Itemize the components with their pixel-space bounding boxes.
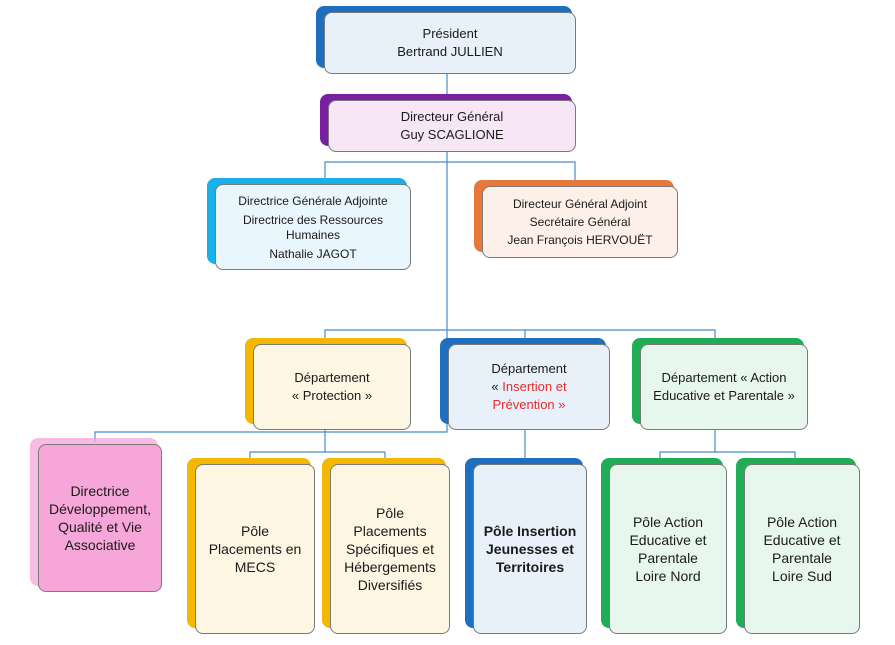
dept-action-label: Département « Action: [661, 370, 787, 385]
node-card: Directeur Général Adjoint Secrétaire Gén…: [482, 186, 678, 258]
dept-insertion-name-2: Prévention »: [492, 397, 566, 412]
node-card: Directeur Général Guy SCAGLIONE: [328, 100, 576, 152]
president-title: Président: [422, 26, 478, 41]
pole-mecs-line-3: MECS: [234, 559, 276, 575]
pole-insertion-line-1: Pôle Insertion: [483, 523, 577, 539]
node-card: Pôle Placements en MECS: [195, 464, 315, 634]
node-pole-mecs: Pôle Placements en MECS: [187, 458, 315, 634]
pole-spec-line-5: Diversifiés: [357, 577, 423, 593]
pole-mecs-line-2: Placements en: [208, 541, 302, 557]
node-directrice-developpement: Directrice Développement, Qualité et Vie…: [30, 438, 162, 592]
pole-mecs-line-1: Pôle: [240, 523, 270, 539]
node-card: Département « Action Educative et Parent…: [640, 344, 808, 430]
dept-insertion-label: Département: [491, 361, 567, 376]
dept-insertion-quote: «: [491, 379, 503, 394]
dg-title: Directeur Général: [400, 109, 504, 124]
connector-action-poles: [659, 428, 716, 460]
dga-rh-role-a: Directrice des Ressources: [242, 213, 384, 227]
node-pole-loire-nord: Pôle Action Educative et Parentale Loire…: [601, 458, 727, 634]
pole-nord-line-3: Parentale: [638, 550, 698, 566]
pole-spec-line-1: Pôle: [375, 505, 405, 521]
node-pole-loire-sud: Pôle Action Educative et Parentale Loire…: [736, 458, 860, 634]
node-dga-rh: Directrice Générale Adjointe Directrice …: [207, 178, 411, 270]
node-dept-protection: Département « Protection »: [245, 338, 411, 430]
pole-nord-line-2: Educative et: [629, 532, 707, 548]
connector-departments: [324, 329, 716, 340]
dga-sg-role: Secrétaire Général: [529, 215, 631, 229]
pole-spec-line-3: Spécifiques et: [346, 541, 434, 557]
node-card: Pôle Insertion Jeunesses et Territoires: [473, 464, 587, 634]
dept-protection-name: « Protection »: [291, 388, 373, 403]
president-name: Bertrand JULLIEN: [397, 44, 503, 59]
directrice-line-4: Associative: [64, 537, 136, 553]
node-dept-insertion: Département « Insertion et Prévention »: [440, 338, 610, 430]
node-pole-placements-specifiques: Pôle Placements Spécifiques et Hébergeme…: [322, 458, 450, 634]
dept-action-name: Educative et Parentale »: [653, 388, 795, 403]
connector-protection-poles: [249, 428, 326, 460]
pole-spec-line-2: Placements: [353, 523, 427, 539]
node-president: Président Bertrand JULLIEN: [316, 6, 576, 74]
node-card: Directrice Développement, Qualité et Vie…: [38, 444, 162, 592]
pole-sud-line-1: Pôle Action: [766, 514, 838, 530]
directrice-line-2: Développement,: [49, 501, 151, 517]
pole-sud-line-2: Educative et: [763, 532, 841, 548]
node-card: Pôle Action Educative et Parentale Loire…: [744, 464, 860, 634]
dga-rh-name: Nathalie JAGOT: [269, 247, 357, 261]
dga-rh-role-b: Humaines: [285, 228, 341, 242]
node-card: Pôle Action Educative et Parentale Loire…: [609, 464, 727, 634]
node-card: Pôle Placements Spécifiques et Hébergeme…: [330, 464, 450, 634]
node-card: Président Bertrand JULLIEN: [324, 12, 576, 74]
pole-sud-line-4: Loire Sud: [772, 568, 832, 584]
dga-rh-title: Directrice Générale Adjointe: [238, 194, 388, 208]
dga-sg-title: Directeur Général Adjoint: [512, 197, 648, 211]
node-dga-sg: Directeur Général Adjoint Secrétaire Gén…: [474, 180, 678, 258]
pole-insertion-line-2: Jeunesses et: [486, 541, 574, 557]
dg-name: Guy SCAGLIONE: [400, 127, 504, 142]
pole-spec-line-4: Hébergements: [344, 559, 436, 575]
node-pole-insertion: Pôle Insertion Jeunesses et Territoires: [465, 458, 587, 634]
node-dept-action-educative: Département « Action Educative et Parent…: [632, 338, 808, 430]
directrice-line-3: Qualité et Vie: [58, 519, 142, 535]
node-card: Département « Insertion et Prévention »: [448, 344, 610, 430]
pole-insertion-line-3: Territoires: [495, 559, 565, 575]
dept-insertion-name-red: Insertion et: [502, 379, 567, 394]
dept-insertion-name: « Insertion et: [491, 378, 566, 396]
dga-sg-name: Jean François HERVOUËT: [507, 233, 653, 247]
pole-nord-line-1: Pôle Action: [632, 514, 704, 530]
dept-protection-label: Département: [294, 370, 370, 385]
directrice-title: Directrice: [70, 483, 130, 499]
node-directeur-general: Directeur Général Guy SCAGLIONE: [320, 94, 576, 152]
pole-nord-line-4: Loire Nord: [635, 568, 701, 584]
node-card: Département « Protection »: [253, 344, 411, 430]
connector-action-sud: [715, 451, 796, 460]
node-card: Directrice Générale Adjointe Directrice …: [215, 184, 411, 270]
pole-sud-line-3: Parentale: [772, 550, 832, 566]
connector-dg-adjoints: [324, 161, 576, 180]
